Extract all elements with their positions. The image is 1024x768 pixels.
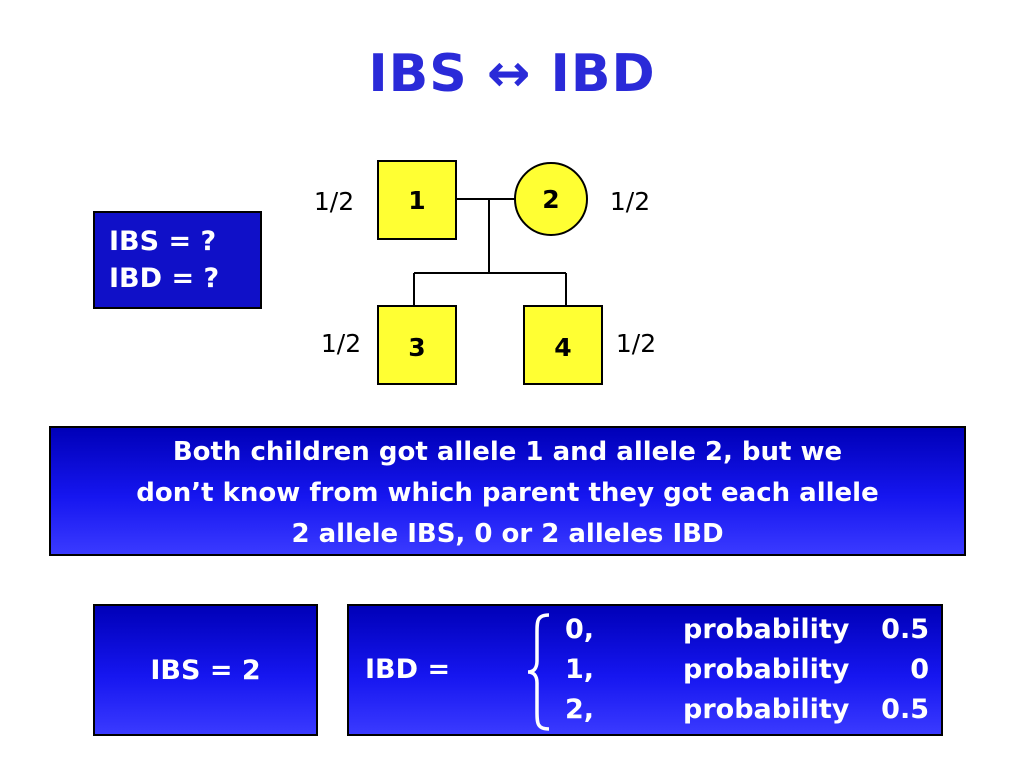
individual-2-label: 2 (542, 185, 559, 214)
ibd-option-label: probability (683, 654, 850, 685)
individual-3-square (377, 305, 457, 385)
ibd-option-0: 0, probability 0.5 (565, 614, 935, 654)
slide-title: IBS ↔ IBD (368, 44, 656, 104)
individual-2-circle (514, 162, 588, 236)
individual-4-square (523, 305, 603, 385)
explanation-box: Both children got allele 1 and allele 2,… (49, 426, 966, 556)
ibd-result-box: IBD = 0, probability 0.5 1, probability … (347, 604, 943, 736)
ibd-question: IBD = ? (109, 263, 220, 294)
individual-1-genotype: 1/2 (314, 187, 354, 216)
explanation-line-1: Both children got allele 1 and allele 2,… (172, 437, 843, 467)
individual-2-genotype: 1/2 (610, 187, 650, 216)
individual-3-label: 3 (408, 333, 425, 362)
ibd-option-1: 1, probability 0 (565, 654, 935, 694)
ibd-option-probability: 0.5 (881, 694, 929, 725)
ibs-question: IBS = ? (109, 226, 217, 257)
ibd-option-label: probability (683, 614, 850, 645)
ibs-result-box: IBS = 2 (93, 604, 318, 736)
individual-4-label: 4 (554, 333, 571, 362)
ibd-option-label: probability (683, 694, 850, 725)
ibd-option-probability: 0.5 (881, 614, 929, 645)
individual-1-square (377, 160, 457, 240)
individual-1-label: 1 (408, 186, 425, 215)
ibd-option-value: 1, (565, 654, 595, 685)
explanation-line-2: don’t know from which parent they got ea… (136, 478, 879, 508)
ibd-option-value: 0, (565, 614, 595, 645)
ibd-option-2: 2, probability 0.5 (565, 694, 935, 734)
ibs-result-text: IBS = 2 (150, 654, 261, 686)
ibd-option-value: 2, (565, 694, 595, 725)
left-brace-icon (527, 613, 550, 731)
ibd-option-probability: 0 (910, 654, 929, 685)
individual-4-genotype: 1/2 (616, 329, 656, 358)
explanation-line-3: 2 allele IBS, 0 or 2 alleles IBD (291, 519, 724, 549)
ibd-label: IBD = (365, 654, 451, 685)
individual-3-genotype: 1/2 (321, 329, 361, 358)
question-box: IBS = ? IBD = ? (93, 211, 262, 309)
